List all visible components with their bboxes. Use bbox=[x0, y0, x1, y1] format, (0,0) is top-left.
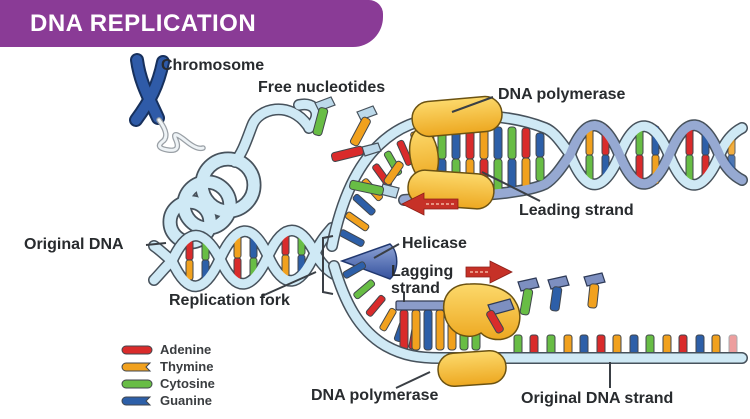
chromosome-icon bbox=[129, 53, 170, 127]
label-chromosome: Chromosome bbox=[161, 57, 265, 74]
replication-fork-bracket bbox=[322, 235, 334, 295]
legend-row-thymine: Thymine bbox=[120, 358, 215, 375]
dna-polymerase-bottom-enzyme bbox=[437, 283, 521, 388]
thymine-swatch-icon bbox=[121, 362, 152, 371]
page-title: DNA REPLICATION bbox=[30, 9, 257, 37]
label-dna-polymerase-top: DNA polymerase bbox=[498, 86, 626, 103]
legend-label-guanine: Guanine bbox=[160, 393, 213, 408]
legend-row-cytosine: Cytosine bbox=[120, 375, 215, 392]
label-free-nucleotides: Free nucleotides bbox=[258, 79, 386, 96]
template-free-bases bbox=[513, 334, 738, 358]
label-lagging-strand: Lagging strand bbox=[391, 263, 453, 297]
cytosine-swatch-icon bbox=[121, 379, 153, 388]
label-helicase: Helicase bbox=[402, 235, 467, 252]
adenine-swatch-icon bbox=[121, 345, 153, 354]
free-nucleotides-upper bbox=[312, 96, 404, 199]
legend-label-thymine: Thymine bbox=[160, 359, 214, 374]
legend-row-adenine: Adenine bbox=[120, 341, 215, 358]
lagging-direction-arrow bbox=[465, 260, 513, 284]
label-original-dna: Original DNA bbox=[24, 236, 124, 253]
legend: Adenine Thymine Cytosine Guanine bbox=[120, 341, 215, 409]
chromatin-fiber bbox=[156, 117, 206, 154]
label-lagging-line2: strand bbox=[391, 280, 440, 297]
lagging-strand-group bbox=[328, 260, 748, 388]
label-dna-polymerase-bottom: DNA polymerase bbox=[311, 387, 439, 404]
legend-label-adenine: Adenine bbox=[160, 342, 212, 357]
chromatin-coil bbox=[162, 98, 323, 250]
header-banner: DNA REPLICATION bbox=[0, 0, 383, 47]
label-replication-fork: Replication fork bbox=[169, 292, 290, 309]
legend-label-cytosine: Cytosine bbox=[160, 376, 215, 391]
label-lagging-line1: Lagging bbox=[391, 263, 454, 280]
original-dna-helix bbox=[148, 222, 340, 293]
leading-direction-arrow bbox=[401, 192, 459, 216]
legend-row-guanine: Guanine bbox=[120, 392, 215, 409]
guanine-swatch-icon bbox=[121, 396, 152, 405]
leading-strand-group bbox=[326, 95, 748, 252]
free-nucleotides-lower bbox=[517, 272, 606, 316]
pointer-lines bbox=[145, 96, 611, 389]
label-original-dna-strand: Original DNA strand bbox=[521, 390, 674, 407]
label-leading-strand: Leading strand bbox=[519, 202, 634, 219]
